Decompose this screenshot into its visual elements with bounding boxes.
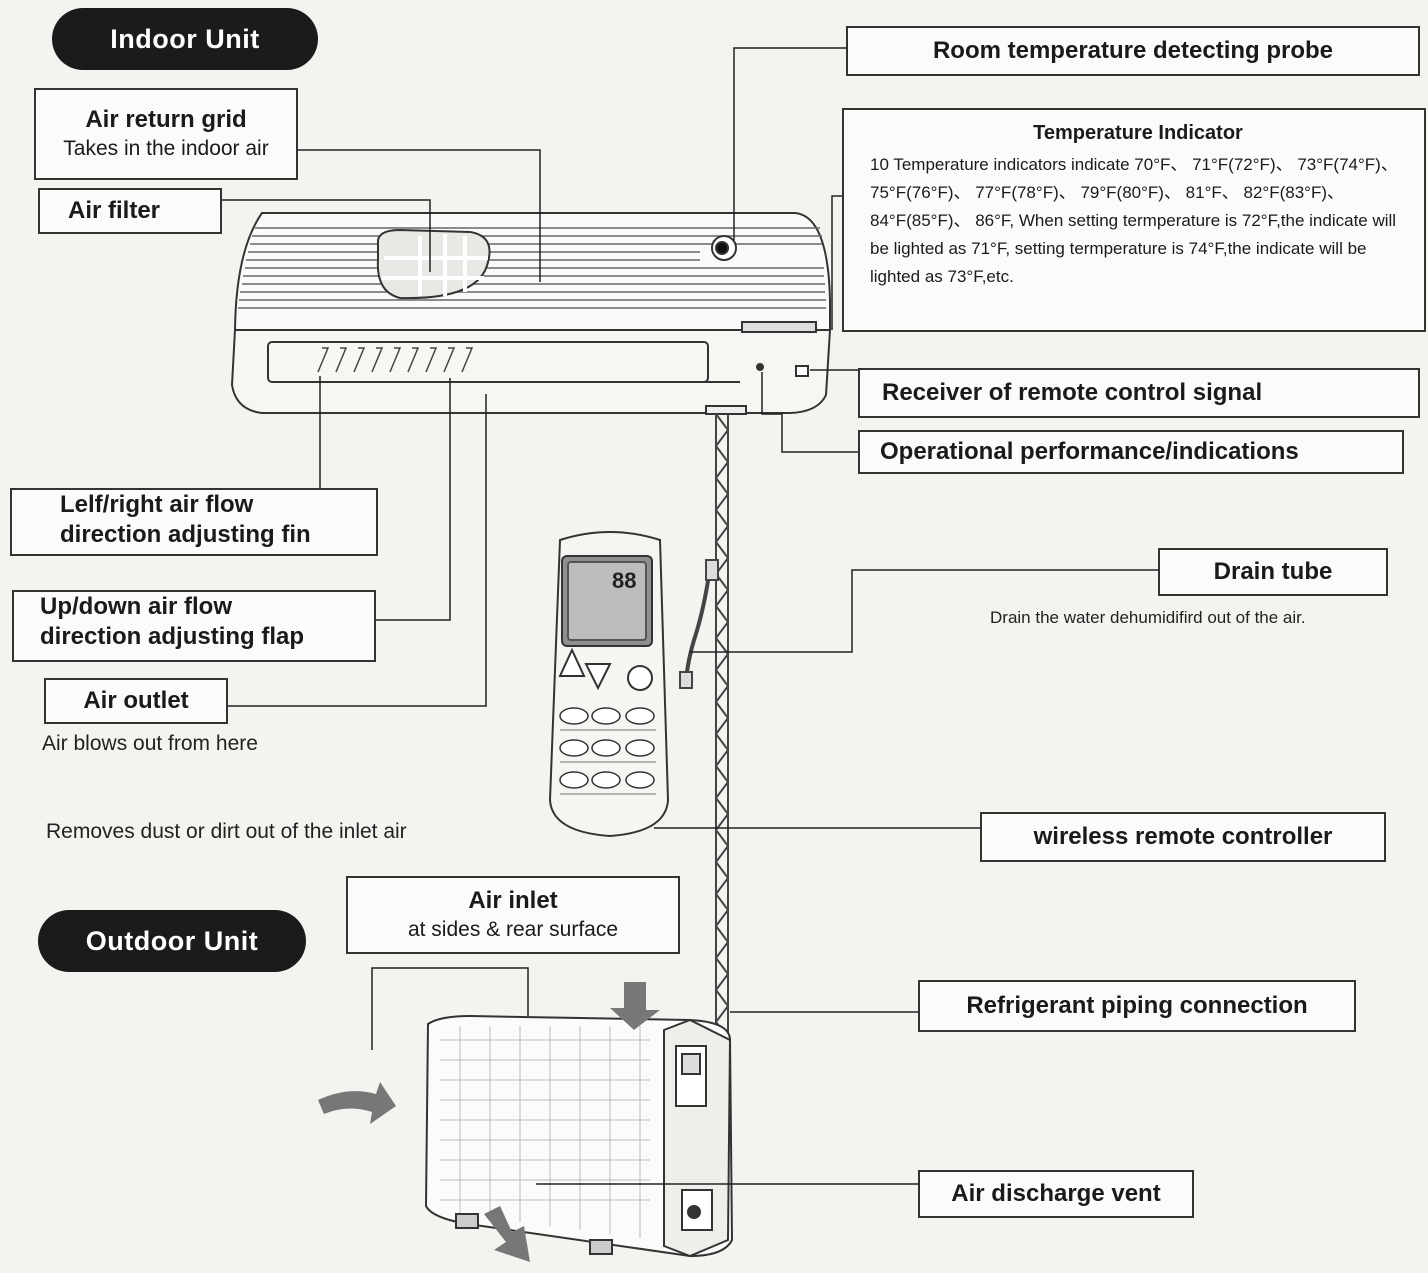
receiver-callout: Receiver of remote control signal: [858, 368, 1420, 418]
top-inlet-arrow: [610, 982, 660, 1030]
up-down-flap-callout: Up/down air flow direction adjusting fla…: [12, 590, 376, 662]
airflow-arrows: [318, 982, 660, 1262]
remote-controller-callout: wireless remote controller: [980, 812, 1386, 862]
up-down-flap-line1: Up/down air flow: [40, 593, 232, 620]
air-inlet-desc: at sides & rear surface: [407, 918, 619, 941]
left-right-fin-callout: Lelf/right air flow direction adjusting …: [10, 488, 378, 556]
side-inlet-arrow: [318, 1082, 396, 1124]
indoor-unit-drawing: [230, 212, 832, 415]
left-right-fin-line1: Lelf/right air flow: [60, 491, 254, 518]
outdoor-unit-drawing: [424, 1014, 734, 1258]
filter-desc: Removes dust or dirt out of the inlet ai…: [46, 820, 407, 843]
up-down-flap-line2: direction adjusting flap: [40, 623, 305, 650]
discharge-arrow: [484, 1206, 530, 1262]
leader-lines: [222, 47, 1158, 1185]
operational-callout: Operational performance/indications: [858, 430, 1404, 474]
indoor-unit-label: Indoor Unit: [52, 8, 318, 70]
remote-display-digits: 88: [612, 568, 636, 593]
remote-controller-drawing: [548, 531, 670, 838]
air-return-grid-callout: Air return grid Takes in the indoor air: [34, 88, 298, 180]
drain-tube-callout: Drain tube: [1158, 548, 1388, 596]
air-inlet-title: Air inlet: [468, 887, 558, 914]
air-filter-callout: Air filter: [38, 188, 222, 234]
air-outlet-desc: Air blows out from here: [42, 732, 258, 755]
air-return-grid-title: Air return grid: [85, 106, 247, 133]
left-right-fin-line2: direction adjusting fin: [60, 521, 311, 548]
air-outlet-callout: Air outlet: [44, 678, 228, 724]
temperature-indicator-title: Temperature Indicator: [1033, 122, 1243, 144]
air-inlet-callout: Air inlet at sides & rear surface: [346, 876, 680, 954]
room-temp-probe-callout: Room temperature detecting probe: [846, 26, 1420, 76]
outdoor-unit-label: Outdoor Unit: [38, 910, 306, 972]
temperature-indicator-callout: Temperature Indicator 10 Temperature ind…: [842, 108, 1426, 332]
air-discharge-callout: Air discharge vent: [918, 1170, 1194, 1218]
air-return-grid-desc: Takes in the indoor air: [63, 137, 269, 160]
drain-tube-desc: Drain the water dehumidifird out of the …: [990, 608, 1306, 627]
temperature-indicator-body: 10 Temperature indicators indicate 70°F、…: [870, 155, 1398, 286]
refrigerant-callout: Refrigerant piping connection: [918, 980, 1356, 1032]
